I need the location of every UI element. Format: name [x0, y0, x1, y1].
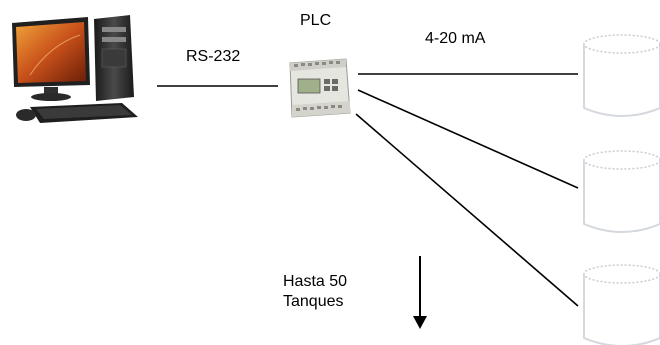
tanks-note-line2: Tanques — [283, 293, 344, 310]
tank-icon — [583, 34, 660, 117]
signal-line-tank-2 — [357, 89, 579, 189]
plc-label: PLC — [300, 12, 332, 29]
down-arrow — [413, 256, 427, 329]
signal-line-tank-3 — [355, 113, 579, 307]
plc-device-icon — [289, 58, 351, 118]
tank-icon — [583, 264, 660, 345]
tank-icon — [583, 150, 660, 233]
signal-label: 4-20 mA — [425, 30, 486, 47]
tanks-note-line1: Hasta 50 — [283, 273, 348, 290]
computer-icon — [12, 15, 138, 123]
rs232-label: RS-232 — [186, 48, 241, 65]
tanks-note: Hasta 50 Tanques — [283, 272, 347, 312]
